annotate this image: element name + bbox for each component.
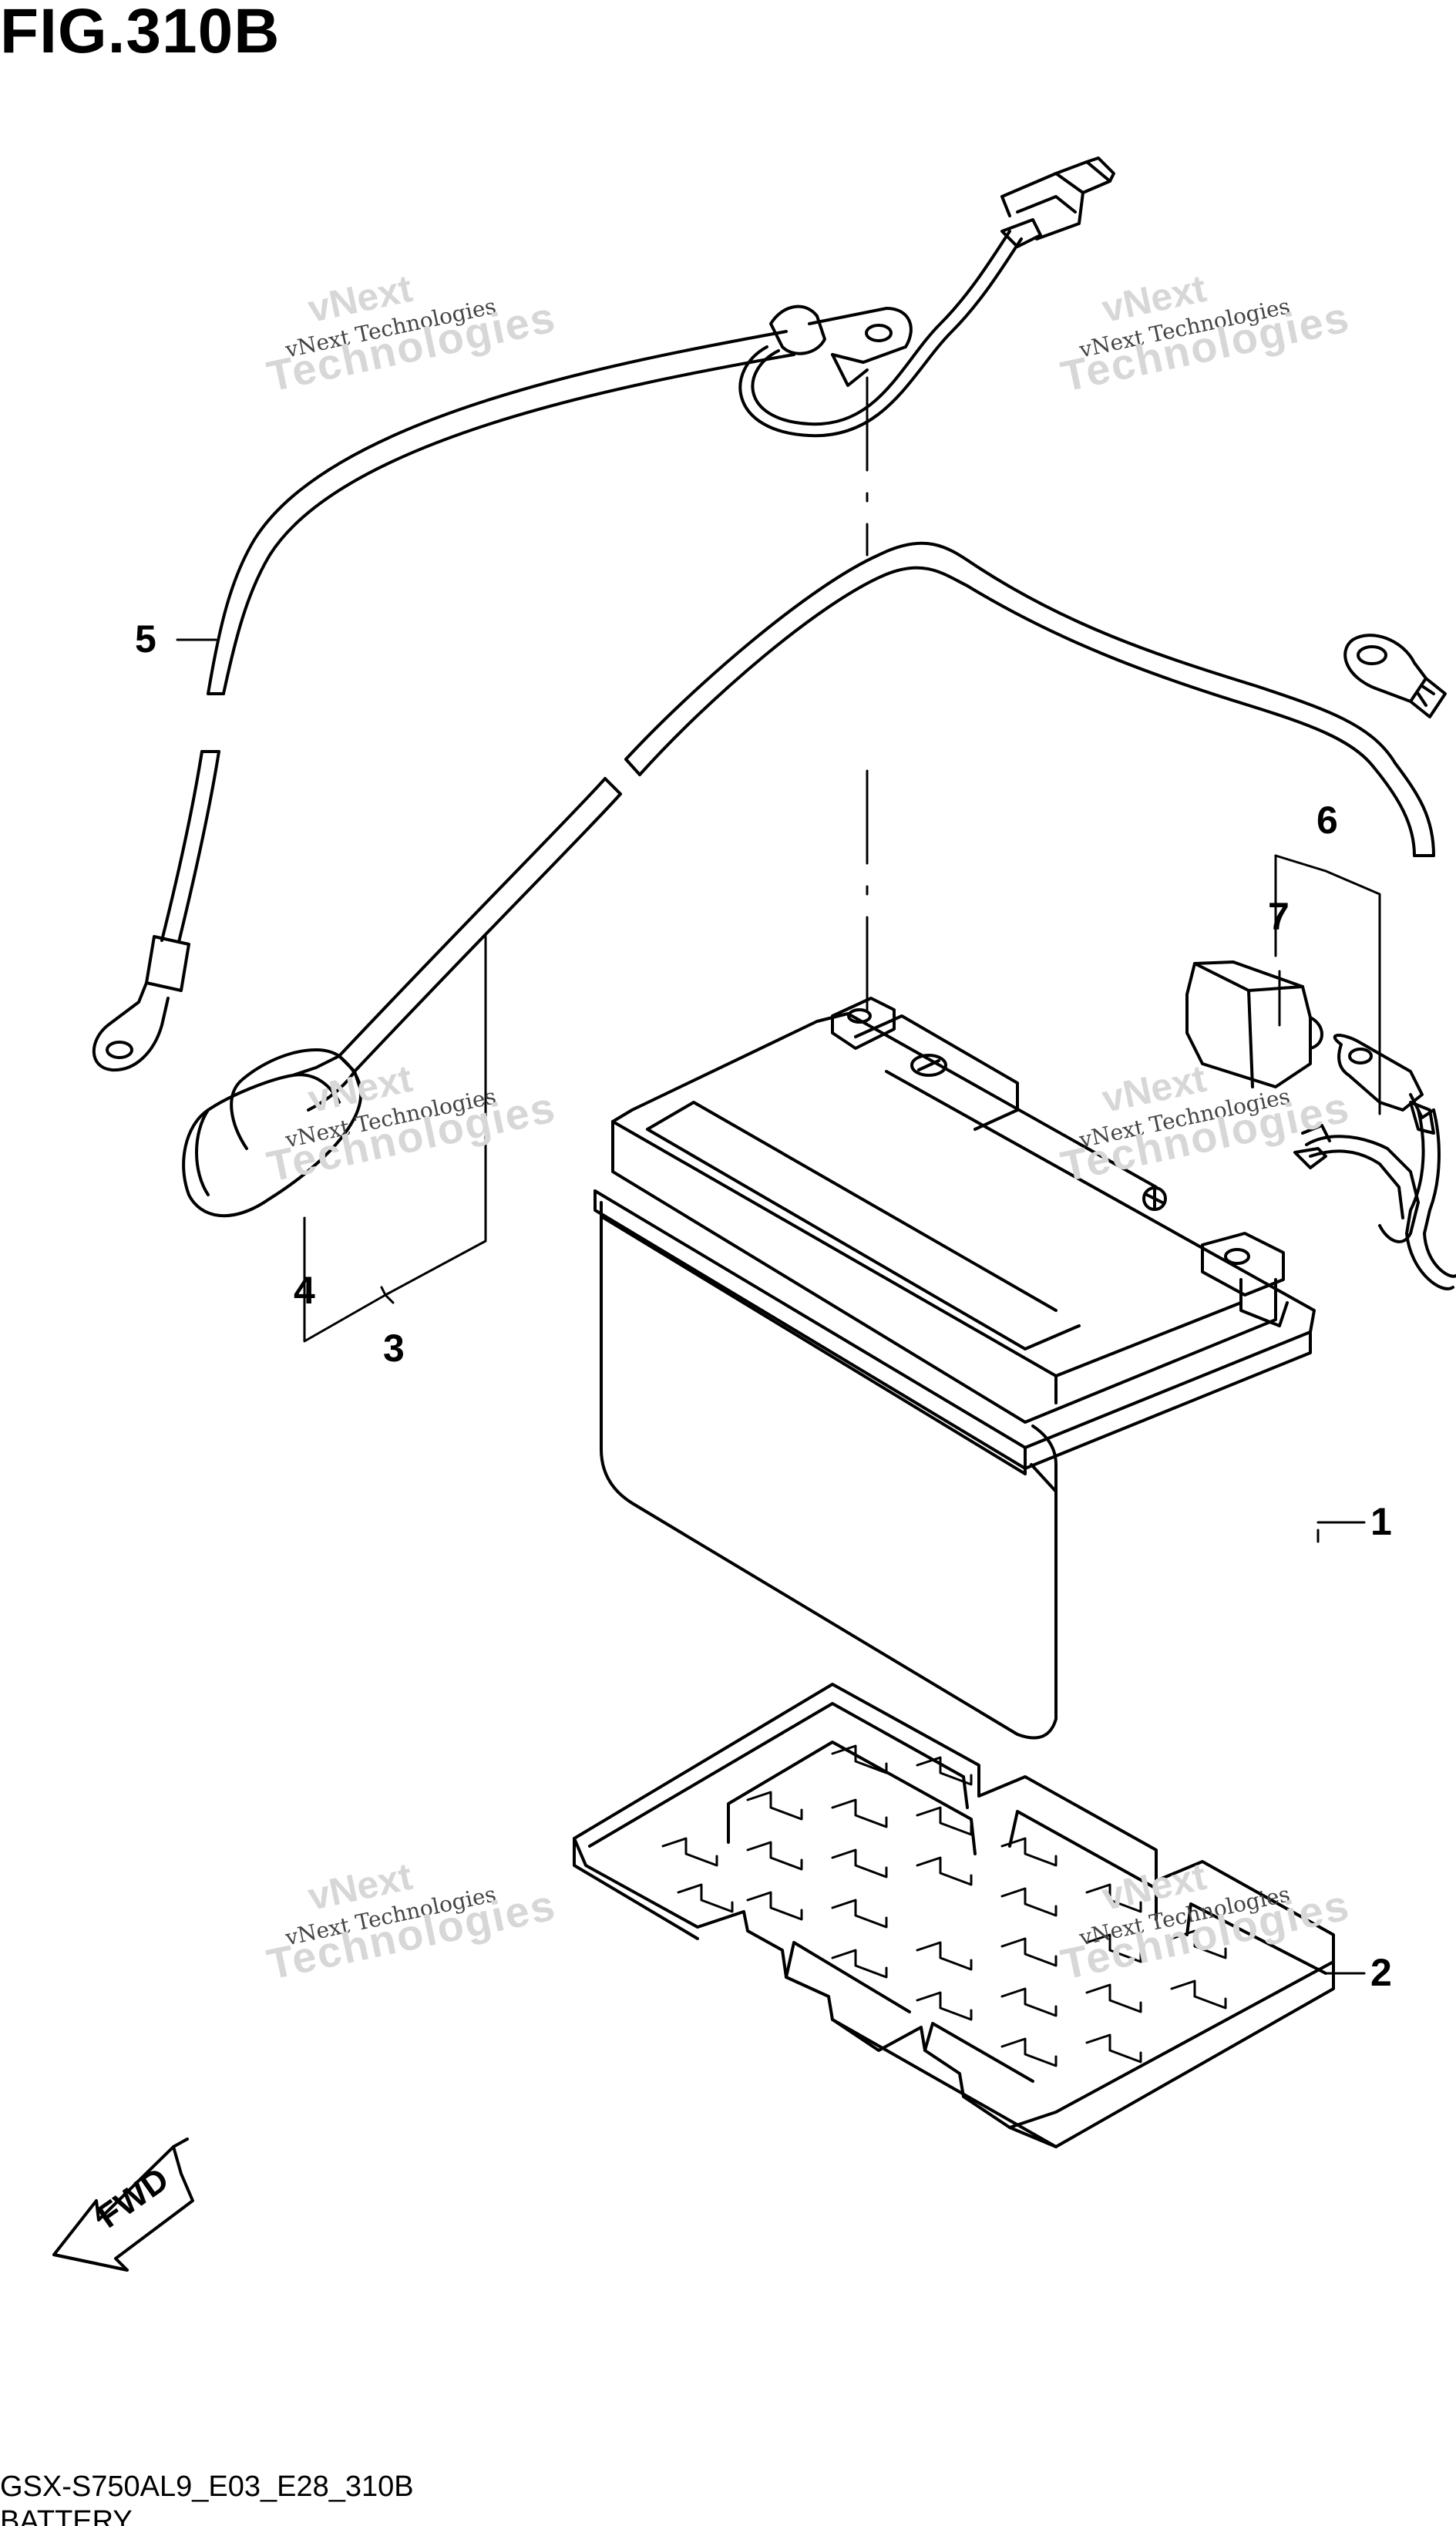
callout-7: 7: [1268, 895, 1290, 938]
figure-code: GSX-S750AL9_E03_E28_310B: [0, 2471, 414, 2503]
callout-6: 6: [1316, 799, 1338, 842]
callout-4: 4: [294, 1269, 315, 1312]
terminal-cover-part: [1185, 960, 1323, 1088]
figure-title: FIG.310B: [0, 0, 281, 66]
leader-lines: [176, 376, 1381, 1975]
figure-caption: BATTERY: [0, 2505, 133, 2526]
callout-5: 5: [135, 617, 156, 661]
callout-2: 2: [1370, 1951, 1392, 1994]
positive-cable-part: [182, 541, 1447, 1218]
callout-3: 3: [383, 1327, 405, 1370]
fwd-label: FWD: [91, 2161, 176, 2236]
battery-part: [593, 997, 1316, 1740]
callout-1: 1: [1370, 1500, 1392, 1543]
battery-tray-part: [573, 1683, 1335, 2148]
negative-cable-part: [92, 156, 1115, 1072]
terminal-bolt-part: [1293, 1034, 1456, 1290]
fwd-arrow-icon: [52, 2138, 194, 2272]
